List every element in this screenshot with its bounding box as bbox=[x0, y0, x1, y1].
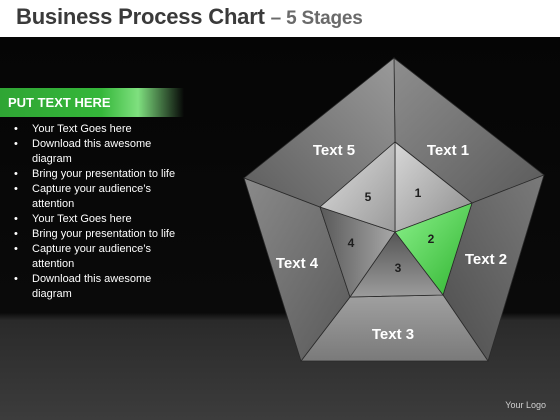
title-subtitle: – 5 Stages bbox=[270, 8, 363, 29]
title-main: Business Process Chart bbox=[16, 4, 265, 29]
footer-logo: Your Logo bbox=[505, 400, 546, 410]
outer-label-5: Text 5 bbox=[313, 142, 355, 159]
text-banner: PUT TEXT HERE bbox=[0, 88, 184, 117]
inner-number-3: 3 bbox=[395, 261, 402, 275]
bullet-item: Download this awesome diagram bbox=[10, 137, 180, 167]
banner-label: PUT TEXT HERE bbox=[8, 95, 111, 110]
bullet-item: Your Text Goes here bbox=[10, 212, 180, 227]
outer-label-3: Text 3 bbox=[372, 326, 414, 343]
bullet-list: Your Text Goes here Download this awesom… bbox=[10, 122, 180, 302]
header: Business Process Chart – 5 Stages bbox=[0, 0, 560, 37]
bullet-item: Download this awesome diagram bbox=[10, 272, 180, 302]
bullet-item: Bring your presentation to life bbox=[10, 227, 180, 242]
inner-number-5: 5 bbox=[365, 190, 372, 204]
inner-number-4: 4 bbox=[348, 236, 355, 250]
inner-number-1: 1 bbox=[415, 186, 422, 200]
inner-segment-5 bbox=[319, 141, 396, 233]
bullet-item: Your Text Goes here bbox=[10, 122, 180, 137]
bullet-item: Bring your presentation to life bbox=[10, 167, 180, 182]
page-title: Business Process Chart – 5 Stages bbox=[16, 4, 363, 30]
bullet-item: Capture your audience’s attention bbox=[10, 242, 180, 272]
outer-label-2: Text 2 bbox=[465, 251, 507, 268]
outer-label-4: Text 4 bbox=[276, 255, 319, 272]
inner-number-2: 2 bbox=[428, 232, 435, 246]
outer-label-1: Text 1 bbox=[427, 142, 469, 159]
bullet-item: Capture your audience’s attention bbox=[10, 182, 180, 212]
